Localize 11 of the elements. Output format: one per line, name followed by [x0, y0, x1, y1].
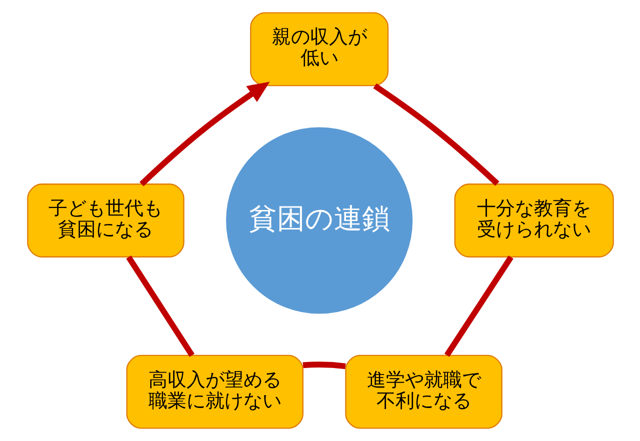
connector	[126, 256, 194, 357]
node-box: 親の収入が低い	[250, 12, 388, 86]
node-box: 高収入が望める職業に就けない	[126, 354, 303, 429]
connector	[302, 362, 346, 370]
node-box: 十分な教育を受けられない	[454, 184, 614, 258]
node-box: 進学や就職で不利になる	[344, 354, 502, 429]
connector	[444, 256, 513, 357]
node-circle: 貧困の連鎖	[226, 127, 412, 314]
node-box: 子ども世代も貧困になる	[26, 184, 184, 258]
connector	[372, 83, 499, 186]
arrow	[139, 82, 270, 186]
